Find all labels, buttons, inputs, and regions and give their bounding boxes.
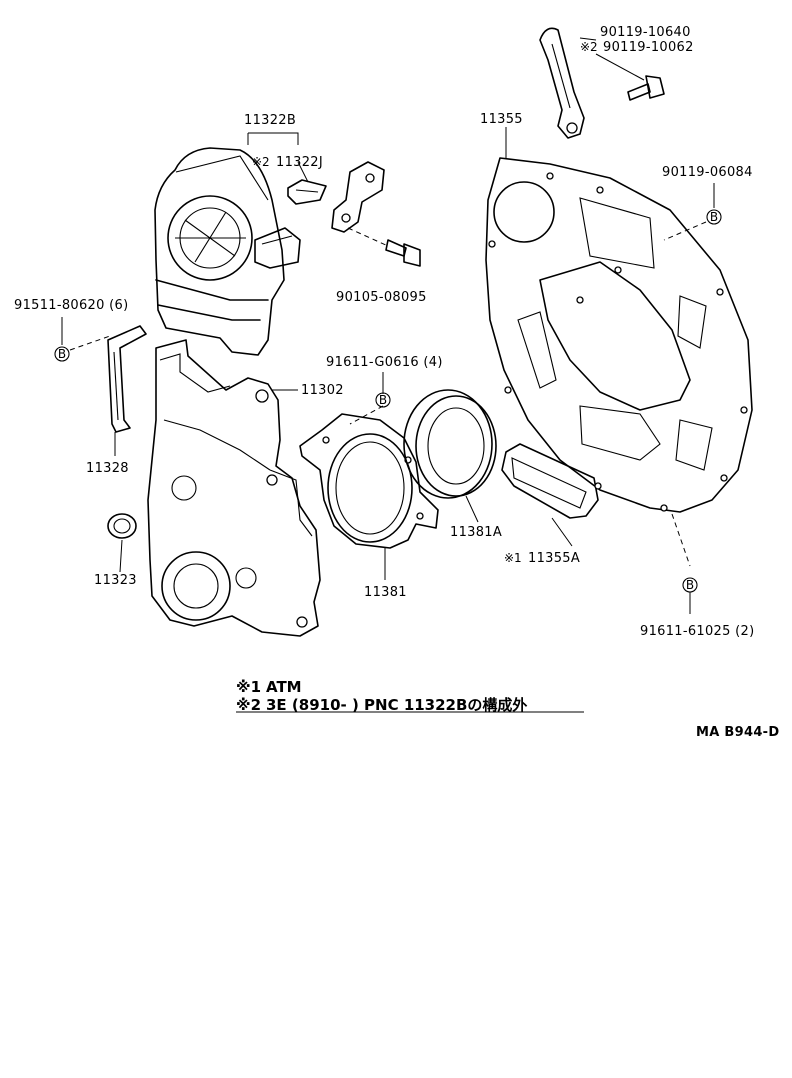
upper-timing-cover-drawing	[154, 147, 301, 356]
svg-text:B: B	[379, 393, 387, 407]
label-asterisk2-11322J: ※2	[252, 155, 270, 169]
oil-seal-retainer-11381-drawing	[299, 413, 439, 549]
label-11381: 11381	[364, 585, 407, 600]
label-91611-G0616: 91611-G0616 (4)	[326, 355, 443, 370]
label-90105-08095: 90105-08095	[336, 290, 427, 305]
note2-mark: ※2	[236, 696, 261, 714]
bolt-marker-3: B	[706, 209, 722, 225]
svg-text:B: B	[686, 578, 694, 592]
svg-text:B: B	[58, 347, 66, 361]
bracket-90119-10640-drawing	[539, 27, 585, 139]
svg-text:B: B	[710, 210, 718, 224]
label-11355A: 11355A	[528, 551, 580, 566]
label-asterisk1-11355A: ※1	[504, 551, 522, 565]
leader-lines	[61, 37, 715, 713]
note2-text: 3E (8910- ) PNC 11322Bの構成外	[266, 696, 527, 714]
bolt-marker-4: B	[682, 577, 698, 593]
label-11381A: 11381A	[450, 525, 502, 540]
label-91611-61025: 91611-61025 (2)	[640, 624, 754, 639]
label-90119-10640: 90119-10640	[600, 25, 691, 40]
bolt-marker-2: B	[375, 392, 391, 408]
label-11322B: 11322B	[244, 113, 296, 128]
bolt-90119-10062-drawing	[627, 75, 665, 101]
label-asterisk2-90119-10062: ※2	[580, 40, 598, 54]
note1-text: ATM	[266, 678, 302, 696]
label-11322J: 11322J	[276, 155, 323, 170]
label-11323: 11323	[94, 573, 137, 588]
label-11355: 11355	[480, 112, 523, 127]
diagram-code: MA B944-D	[696, 725, 779, 740]
bracket-drawing	[331, 161, 385, 233]
gasket-11355A-drawing	[501, 443, 599, 519]
note1-mark: ※1	[236, 678, 261, 696]
end-plate-11355-drawing	[485, 157, 753, 513]
bolt-marker-1: B	[54, 346, 70, 362]
label-90119-06084: 90119-06084	[662, 165, 753, 180]
oil-seal-11381A-drawing	[403, 389, 497, 499]
clip-11322J-drawing	[287, 179, 327, 205]
label-11328: 11328	[86, 461, 129, 476]
lower-timing-cover-drawing	[147, 339, 321, 637]
strip-11328-drawing	[107, 325, 147, 433]
label-90119-10062: 90119-10062	[603, 40, 694, 55]
plug-11323-drawing	[107, 513, 137, 539]
label-11302: 11302	[301, 383, 344, 398]
bolt-90105-drawing	[347, 227, 421, 267]
label-91511-80620: 91511-80620 (6)	[14, 298, 128, 313]
